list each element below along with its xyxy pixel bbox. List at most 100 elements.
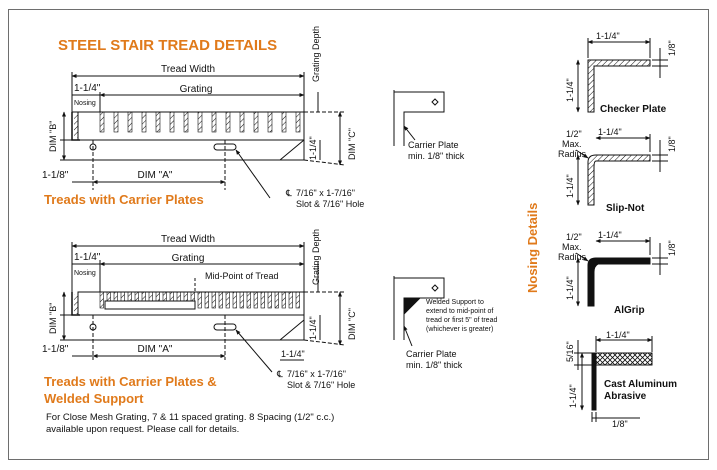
section1-drawing [60,72,346,199]
s2-midpoint-label: Mid-Point of Tread [205,271,279,281]
s1-heading: Treads with Carrier Plates [44,192,204,207]
s2-slot-1: 7/16" x 1-7/16" [287,369,346,379]
cast-aluminum-detail [574,336,653,422]
algrip-height: 1-1/4" [565,276,575,300]
s2-grating-depth: Grating Depth [311,229,321,285]
s2-nosing-label: Nosing [74,270,96,277]
s2-grating-label: Grating [172,253,205,264]
bearing-bar [281,291,286,309]
s2-heading-2: Welded Support [44,391,144,406]
algrip-radius-1: 1/2" [566,232,582,242]
bearing-bar [295,111,301,133]
s1-slot-2: Slot & 7/16" Hole [296,199,364,209]
checker-height: 1-1/4" [565,78,575,102]
bearing-bar [288,291,293,309]
s2-weld-note-3: tread or first 5" of tread [426,317,497,324]
bearing-bar [141,111,147,133]
s2-weld-note-2: extend to mid-point of [426,308,493,315]
bearing-bar [232,291,237,309]
slipnot-width: 1-1/4" [598,127,622,137]
s1-nosing-label: Nosing [74,100,96,107]
s1-centerline-icon: ℄ [285,188,292,198]
s2-right-dim-2: 1-1/4" [281,349,305,359]
footnote-2: available upon request. Please call for … [46,424,239,435]
s1-carrier-1: Carrier Plate [408,140,459,150]
s2-left-dim: 1-1/8" [42,344,69,355]
bearing-bar [197,291,202,309]
s2-centerline-icon: ℄ [276,369,283,379]
s2-dim-a: DIM "A" [138,344,173,355]
slipnot-detail [575,134,668,206]
s2-weld-note-4: (whichever is greater) [426,326,493,333]
cast-bottom: 1/8" [612,419,628,429]
s2-weld-note-1: Welded Support to [426,299,484,306]
slipnot-radius-1: 1/2" [566,129,582,139]
bearing-bar [211,291,216,309]
s1-tread-width-label: Tread Width [161,64,215,75]
algrip-detail [575,237,668,307]
algrip-thick: 1/8" [667,240,677,256]
bearing-bar [183,111,189,133]
checker-width: 1-1/4" [596,31,620,41]
s1-slot-1: 7/16" x 1-7/16" [296,188,355,198]
bearing-bar [239,291,244,309]
algrip-label: AlGrip [614,305,645,316]
s2-heading-1: Treads with Carrier Plates & [44,374,217,389]
footnote-1: For Close Mesh Grating, 7 & 11 spaced gr… [46,412,334,423]
slipnot-height: 1-1/4" [565,174,575,198]
bearing-bar [155,111,161,133]
cast-label-1: Cast Aluminum [604,379,677,390]
algrip-radius-2: Max. [562,242,582,252]
bearing-bar [218,291,223,309]
s1-grating-label: Grating [180,84,213,95]
s2-slot-2: Slot & 7/16" Hole [287,380,355,390]
s2-carrier-view [393,276,445,347]
bearing-bar [267,111,273,133]
s2-dim-c: DIM "C" [347,308,357,340]
slipnot-radius-3: Radius [558,149,587,159]
slipnot-label: Slip-Not [606,203,645,214]
s1-carrier-view [393,90,445,146]
bearing-bar [267,291,272,309]
bearing-bar [99,291,104,309]
cast-height: 1-1/4" [568,384,578,408]
bearing-bar [211,111,217,133]
bearing-bar [225,111,231,133]
bearing-bar [281,111,287,133]
bearing-bar [113,111,119,133]
bearing-bar [239,111,245,133]
s2-nosing-dim: 1-1/4" [74,252,101,263]
cast-thick: 5/16" [565,341,575,362]
bearing-bar [197,111,203,133]
slipnot-thick: 1/8" [667,136,677,152]
cast-label-2: Abrasive [604,391,647,402]
bearing-bar [274,291,279,309]
s2-carrier-2: min. 1/8" thick [406,360,463,370]
checker-plate-detail [576,38,668,113]
bearing-bar [295,291,300,309]
cast-width: 1-1/4" [606,330,630,340]
checker-thick: 1/8" [667,40,677,56]
s2-tread-width-label: Tread Width [161,234,215,245]
bearing-bar [253,291,258,309]
s1-dim-b: DIM "B" [48,121,58,152]
bearing-bar [253,111,259,133]
bearing-bar [99,111,105,133]
bearing-bar [127,111,133,133]
nosing-details-title: Nosing Details [525,203,540,293]
checker-label: Checker Plate [600,104,667,115]
s2-right-dim: 1-1/4" [308,316,318,340]
s1-dim-a: DIM "A" [138,170,173,181]
s1-grating-depth: Grating Depth [311,26,321,82]
s1-carrier-2: min. 1/8" thick [408,151,465,161]
s2-carrier-1: Carrier Plate [406,349,457,359]
bearing-bar [225,291,230,309]
page-title: STEEL STAIR TREAD DETAILS [58,37,277,54]
section2-drawing [60,242,346,373]
s1-dim-c: DIM "C" [347,128,357,160]
algrip-radius-3: Radius [558,252,587,262]
bearing-bar [260,291,265,309]
s1-nosing-dim: 1-1/4" [74,83,101,94]
bearing-bar [169,111,175,133]
